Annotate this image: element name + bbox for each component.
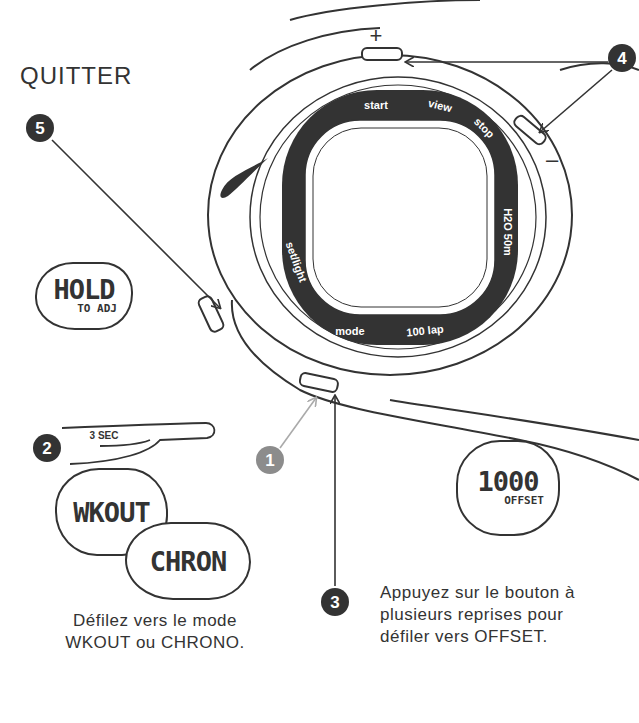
callout-number: 5 xyxy=(35,120,44,137)
set-light-button xyxy=(197,295,225,334)
bezel-text: mode xyxy=(335,326,364,337)
callout-circle xyxy=(256,446,284,474)
bezel-text: 100 lap xyxy=(406,324,444,339)
finger xyxy=(62,423,214,464)
case-ring xyxy=(260,85,536,349)
leader-line xyxy=(406,61,608,63)
strap-line xyxy=(390,400,639,440)
bezel-text: stop xyxy=(472,116,496,140)
leader-line xyxy=(52,140,220,308)
lcd-text: 1000 xyxy=(477,468,538,495)
callout-circle xyxy=(321,588,349,616)
leader-line xyxy=(334,396,336,586)
leader-line xyxy=(540,70,612,132)
lcd-text: CHRON xyxy=(150,548,226,575)
exit-heading: QUITTER xyxy=(20,60,132,91)
mode-button xyxy=(299,372,339,393)
step-caption: Appuyez sur le bouton à plusieurs repris… xyxy=(380,582,580,648)
leader-line xyxy=(280,398,316,448)
pressing-hand xyxy=(62,423,214,464)
bezel xyxy=(282,90,518,345)
callout-circle xyxy=(608,44,636,72)
button-sign: – xyxy=(546,149,558,171)
case-ring xyxy=(250,77,546,357)
lcd-bubble: 1000OFFSET xyxy=(456,440,560,536)
callout-circle xyxy=(33,434,61,462)
lcd-subtext: TO ADJ xyxy=(77,303,117,315)
callout-number: 2 xyxy=(42,440,51,457)
bezel-text: set/light xyxy=(284,240,309,283)
callout-number: 1 xyxy=(265,452,274,469)
step-caption: Défilez vers le mode WKOUT ou CHRONO. xyxy=(40,610,270,654)
watch-case xyxy=(208,55,572,375)
button-sign: + xyxy=(370,25,383,47)
bezel-text: view xyxy=(427,98,453,114)
lcd-subtext: OFFSET xyxy=(504,495,544,507)
display-frame xyxy=(313,128,487,307)
duration-label: 3 SEC xyxy=(90,431,119,441)
lcd-bubble: CHRON xyxy=(125,522,251,600)
display xyxy=(305,120,495,315)
lcd-text: WKOUT xyxy=(73,499,149,526)
bezel-text: start xyxy=(364,100,388,111)
callout-circle xyxy=(26,114,54,142)
strap-line xyxy=(290,0,480,20)
lcd-text: HOLD xyxy=(53,276,114,303)
nike-swoosh xyxy=(220,158,268,198)
callout-number: 4 xyxy=(617,50,626,67)
plus-button xyxy=(362,48,402,60)
lcd-bubble: HOLDTO ADJ xyxy=(35,262,133,330)
bezel-text: H2O 50m xyxy=(502,208,513,256)
callout-number: 3 xyxy=(330,594,339,611)
